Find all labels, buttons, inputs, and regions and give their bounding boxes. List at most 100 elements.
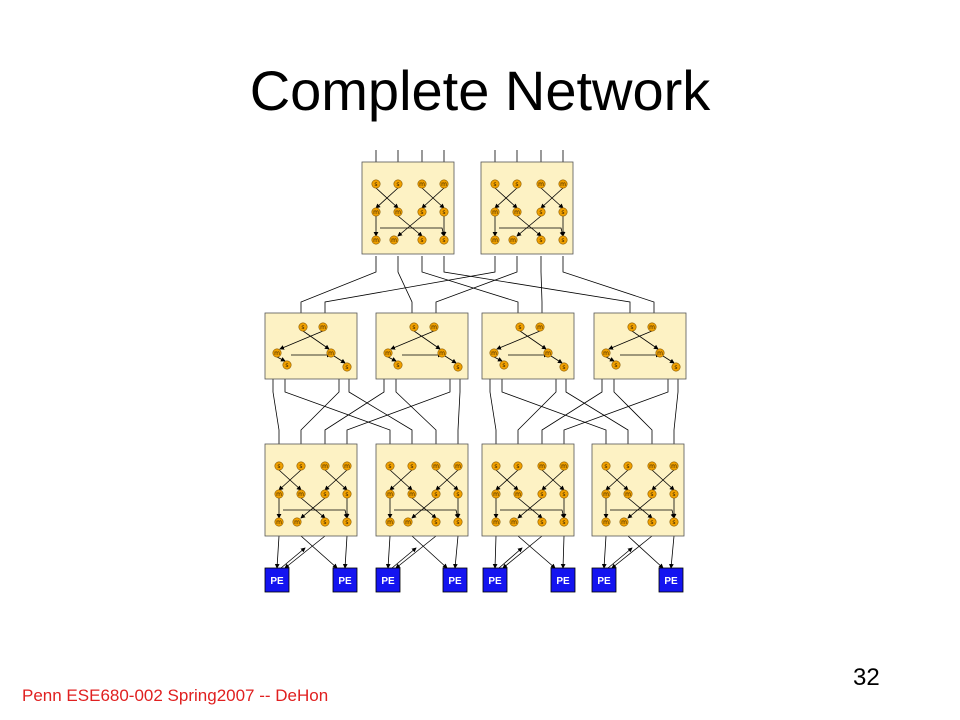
switch-node-label: s: [604, 463, 607, 470]
wire: [605, 469, 629, 491]
switch-node: [342, 489, 352, 499]
switch-node: [431, 517, 441, 527]
wire: [519, 330, 547, 350]
switch-node-label: m: [276, 519, 282, 526]
switch-node-label: s: [516, 463, 519, 470]
switch-node: [389, 235, 399, 245]
switch-node: [536, 207, 546, 217]
wire: [391, 547, 417, 569]
wire: [516, 215, 542, 237]
switch-node: [439, 207, 449, 217]
switch-node: [611, 360, 621, 370]
pe-box: [482, 567, 508, 593]
wire: [443, 256, 633, 322]
switch-node: [537, 517, 547, 527]
switch-node: [491, 517, 501, 527]
switch-node-label: s: [345, 519, 348, 526]
wire: [452, 535, 459, 569]
wire: [279, 330, 324, 350]
wire: [668, 535, 675, 569]
wire: [390, 330, 435, 350]
switch-node: [385, 461, 395, 471]
switch-node: [489, 348, 499, 358]
wire: [300, 535, 338, 569]
processing-element: PE: [442, 567, 468, 593]
switch-node-label: m: [493, 519, 499, 526]
wire: [276, 356, 286, 362]
wire: [560, 535, 566, 569]
switch-node-label: m: [511, 519, 517, 526]
pe-box: [442, 567, 468, 593]
switch-node-label: m: [322, 463, 328, 470]
switch-node-label: s: [562, 364, 565, 371]
switch-node-label: m: [373, 237, 379, 244]
switch-node-label: m: [276, 491, 282, 498]
wire: [651, 469, 675, 491]
switch-node: [417, 179, 427, 189]
switch-node: [417, 207, 427, 217]
switch-node-label: m: [603, 350, 609, 357]
switch-node: [437, 348, 447, 358]
switch-node-label: s: [502, 362, 505, 369]
switch-node: [272, 348, 282, 358]
processing-element: PE: [550, 567, 576, 593]
wire: [496, 330, 541, 350]
pe-label: PE: [488, 576, 502, 587]
wire: [605, 356, 615, 362]
wire: [280, 547, 306, 569]
switch-node: [320, 489, 330, 499]
switch-node-label: m: [409, 491, 415, 498]
wire: [627, 535, 664, 569]
wire: [413, 330, 441, 350]
switch-node: [558, 179, 568, 189]
switch-node-label: s: [494, 463, 497, 470]
switch-node: [536, 235, 546, 245]
switch-node: [647, 489, 657, 499]
switch-node: [623, 461, 633, 471]
wire: [421, 256, 521, 322]
wire: [517, 497, 543, 519]
switch-node: [409, 322, 419, 332]
switch-node: [383, 348, 393, 358]
switch-node-label: s: [672, 519, 675, 526]
switch-node-label: s: [614, 362, 617, 369]
wire: [435, 469, 459, 491]
switch-node: [393, 179, 403, 189]
switch-node-label: m: [320, 324, 326, 331]
switch-node-label: m: [538, 181, 544, 188]
wire: [300, 497, 326, 519]
pe-box: [264, 567, 290, 593]
switch-node-label: m: [510, 237, 516, 244]
switch-node: [298, 322, 308, 332]
switch-node: [292, 517, 302, 527]
switch-node: [513, 461, 523, 471]
pe-box: [332, 567, 358, 593]
switch-node: [274, 489, 284, 499]
pe-label: PE: [270, 576, 284, 587]
wire: [389, 469, 413, 491]
switch-node-label: s: [388, 463, 391, 470]
switch-node: [669, 461, 679, 471]
switch-node-label: s: [561, 237, 564, 244]
switch-node: [320, 517, 330, 527]
switch-node-label: m: [455, 463, 461, 470]
switch-node-label: s: [518, 324, 521, 331]
wire: [433, 256, 518, 322]
switch-node: [403, 517, 413, 527]
switch-node: [342, 362, 352, 372]
switch-node-label: m: [431, 324, 437, 331]
pe-label: PE: [556, 576, 570, 587]
switch-node-label: s: [562, 491, 565, 498]
switch-node: [647, 461, 657, 471]
switch-node-label: m: [328, 350, 334, 357]
wire: [333, 355, 346, 364]
switch-node: [274, 517, 284, 527]
switch-node-label: m: [441, 181, 447, 188]
switch-node: [536, 179, 546, 189]
switch-node-label: s: [412, 324, 415, 331]
